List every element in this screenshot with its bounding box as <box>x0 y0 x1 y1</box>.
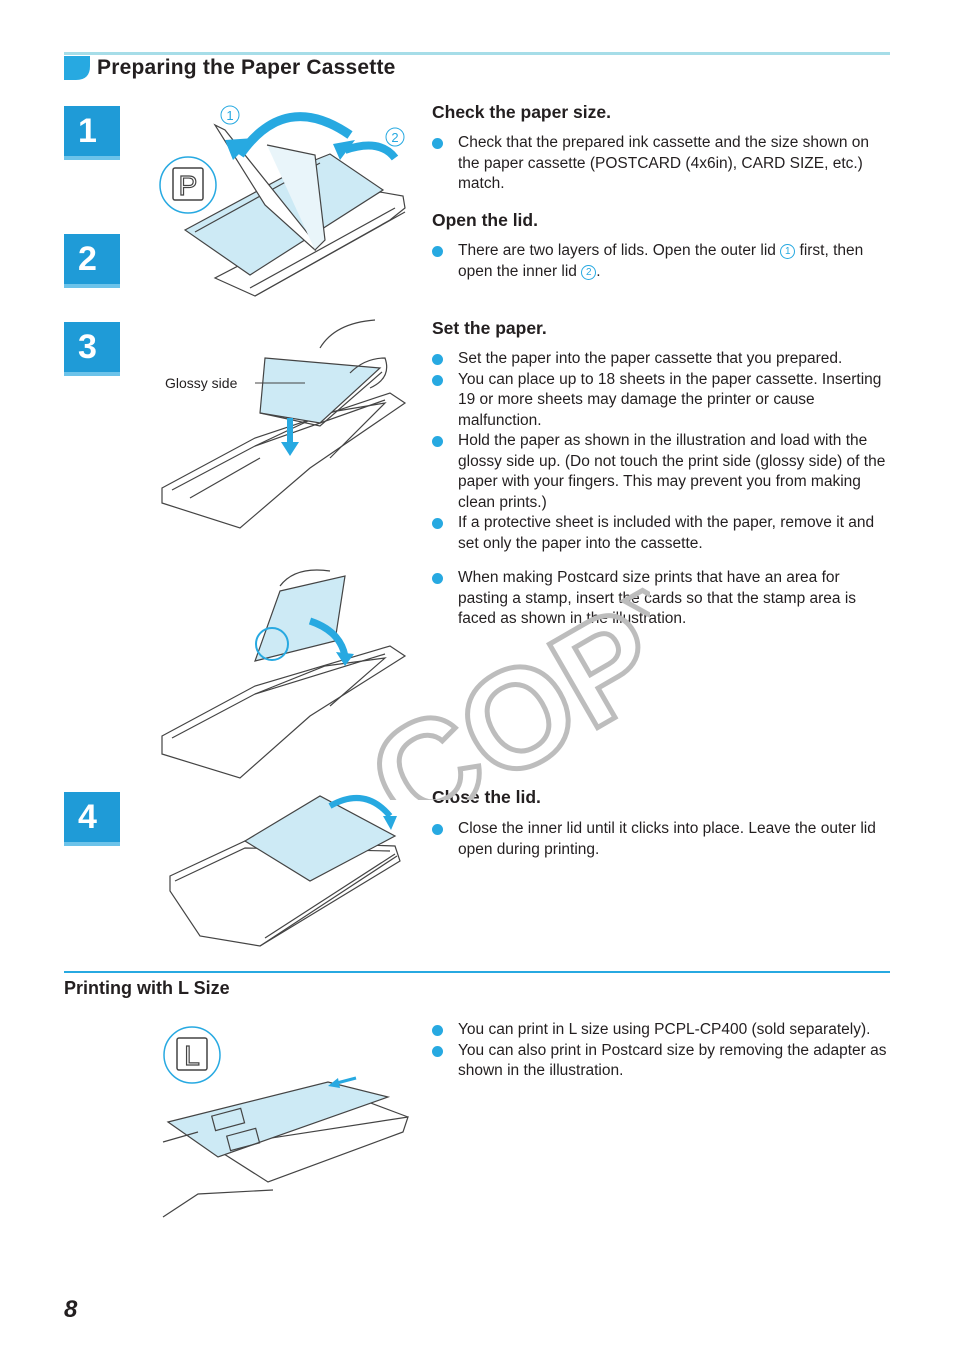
postcard-bullets: When making Postcard size prints that ha… <box>432 568 892 630</box>
list-item: You can print in L size using PCPL-CP400… <box>432 1020 892 1041</box>
watermark-text: COPY <box>344 560 650 800</box>
bullet-dot-icon <box>432 824 443 835</box>
bullet-text: There are two layers of lids. Open the o… <box>458 242 781 259</box>
copy-watermark: COPY <box>342 560 650 800</box>
l-size-heading: Printing with L Size <box>64 978 230 998</box>
step-tab-shape-icon <box>64 234 120 288</box>
step-tab-3: 3 <box>64 322 120 376</box>
bullet-dot-icon <box>432 138 443 149</box>
list-item: Close the inner lid until it clicks into… <box>432 819 892 860</box>
step-number: 3 <box>78 328 97 366</box>
bullet-dot-icon <box>432 354 443 365</box>
bullet-dot-icon <box>432 573 443 584</box>
step-1-bullets: Check that the prepared ink cassette and… <box>432 133 892 195</box>
postcard-insert-illustration <box>161 569 407 779</box>
step-tab-2: 2 <box>64 234 120 288</box>
bullet-text: first, then open the inner lid <box>458 242 864 280</box>
step-4-bullets: Close the inner lid until it clicks into… <box>432 819 892 860</box>
glossy-side-label: Glossy side <box>165 375 238 391</box>
circled-number-1: 1 <box>780 244 796 259</box>
step-3-heading: Set the paper. <box>432 318 547 338</box>
bullet-dot-icon <box>432 374 443 386</box>
bullet-dot-icon <box>432 518 443 529</box>
l-size-bullets: You can print in L size using PCPL-CP400… <box>432 1020 892 1082</box>
bullet-text: Set the paper into the paper cassette th… <box>458 350 843 367</box>
bullet-dot-icon <box>432 436 443 447</box>
close-lid-illustration <box>169 795 401 947</box>
list-item: If a protective sheet is included with t… <box>432 513 892 554</box>
bullet-text: You can place up to 18 sheets in the pap… <box>458 370 882 429</box>
p-badge: P <box>179 170 198 201</box>
bullet-dot-icon <box>432 1045 443 1057</box>
step-3-bullets: Set the paper into the paper cassette th… <box>432 349 892 554</box>
step-number: 2 <box>78 240 97 278</box>
list-item: Hold the paper as shown in the illustrat… <box>432 431 892 513</box>
section-title: Preparing the Paper Cassette <box>97 56 396 79</box>
step-tab-1: 1 <box>64 106 120 160</box>
l-size-adapter-illustration: L <box>162 1026 409 1218</box>
bullet-dot-icon <box>432 246 443 257</box>
step-4-heading: Close the lid. <box>432 787 541 807</box>
list-item: Check that the prepared ink cassette and… <box>432 133 892 195</box>
step-tab-shape-icon <box>64 792 120 846</box>
bullet-text: Hold the paper as shown in the illustrat… <box>458 432 886 511</box>
list-item: Set the paper into the paper cassette th… <box>432 349 892 370</box>
step-1-heading: Check the paper size. <box>432 102 611 122</box>
step-tab-shape-icon <box>64 322 120 376</box>
step-tab-4: 4 <box>64 792 120 846</box>
step-number: 1 <box>78 112 97 150</box>
set-paper-illustration <box>161 319 407 529</box>
step-2-bullets: There are two layers of lids. Open the o… <box>432 241 892 282</box>
callout-1: 1 <box>226 108 233 123</box>
l-badge: L <box>184 1040 200 1071</box>
bullet-text: You can print in L size using PCPL-CP400… <box>458 1021 871 1038</box>
circled-number-2: 2 <box>581 264 597 280</box>
bullet-text: If a protective sheet is included with t… <box>458 514 875 552</box>
step-tab-shape-icon <box>64 106 120 160</box>
list-item: You can also print in Postcard size by r… <box>432 1041 892 1082</box>
step-number: 4 <box>78 798 97 836</box>
bullet-text: Close the inner lid until it clicks into… <box>458 820 876 858</box>
bullet-text: You can also print in Postcard size by r… <box>458 1041 887 1080</box>
section-marker-icon <box>64 56 90 80</box>
bullet-text: . <box>596 262 601 280</box>
list-item: When making Postcard size prints that ha… <box>432 568 892 630</box>
list-item: You can place up to 18 sheets in the pap… <box>432 370 892 432</box>
bullet-text: Check that the prepared ink cassette and… <box>458 134 869 192</box>
page-number: 8 <box>64 1296 78 1323</box>
callout-2: 2 <box>391 130 398 145</box>
bullet-text: When making Postcard size prints that ha… <box>458 569 857 627</box>
cassette-open-lid-illustration: P 1 2 <box>159 105 406 297</box>
step-2-heading: Open the lid. <box>432 210 538 230</box>
bullet-dot-icon <box>432 1025 443 1036</box>
list-item: There are two layers of lids. Open the o… <box>432 241 892 282</box>
section-divider <box>64 971 890 973</box>
top-rule <box>64 52 890 55</box>
